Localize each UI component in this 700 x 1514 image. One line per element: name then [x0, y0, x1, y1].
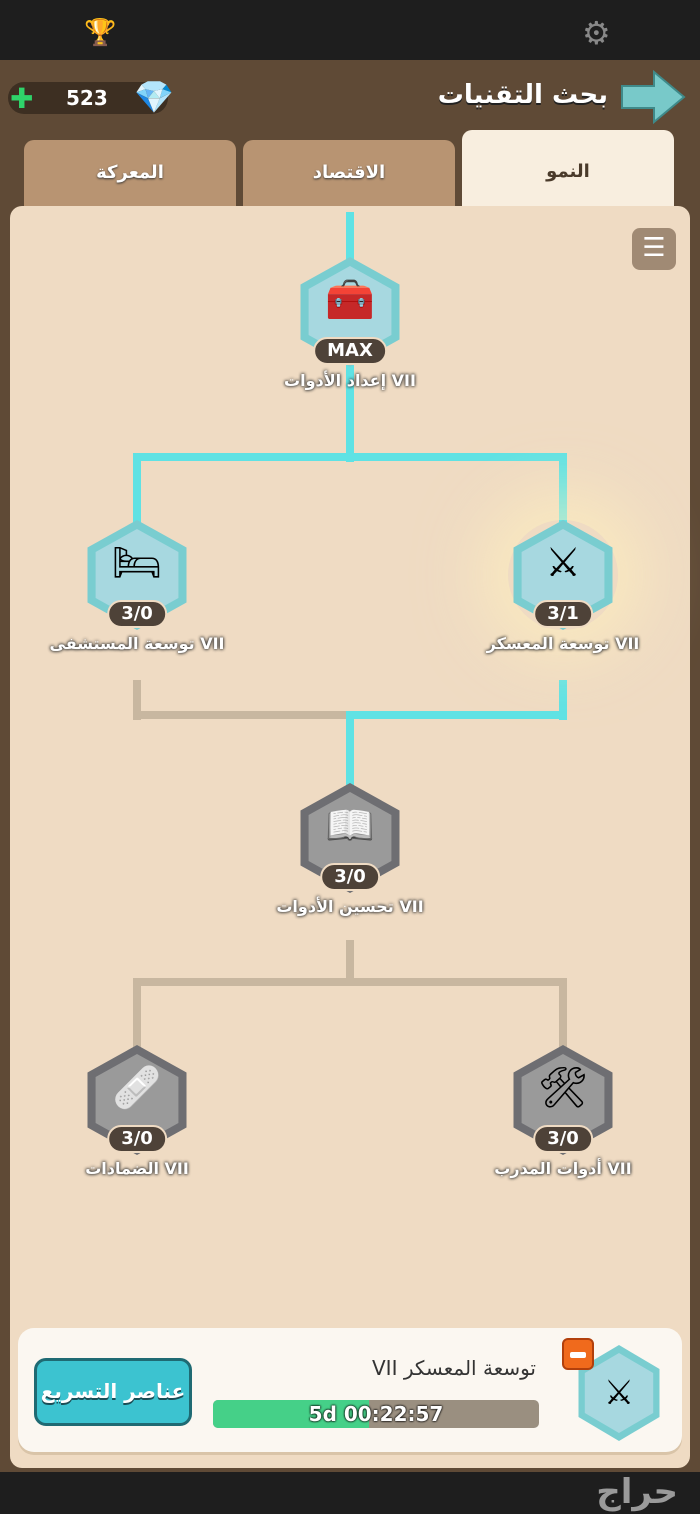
research-name: توسعة المعسكر VII — [371, 1356, 536, 1380]
connector — [133, 680, 141, 720]
toolbox-icon: 🧰 — [325, 277, 375, 323]
tech-node[interactable]: 🩹 3/0 الضمادات VII — [82, 1045, 192, 1178]
tech-node[interactable]: 🧰 MAX إعداد الأدوات VII — [284, 257, 416, 390]
node-label: توسعة المعسكر VII — [486, 634, 640, 653]
bandage-icon: 🩹 — [112, 1065, 162, 1111]
tab-economy[interactable]: الاقتصاد — [243, 140, 455, 210]
plus-icon[interactable]: ✚ — [10, 82, 34, 115]
cancel-icon[interactable] — [562, 1338, 594, 1370]
node-badge: 3/1 — [533, 600, 593, 628]
node-label: تحسين الأدوات VII — [276, 897, 424, 916]
node-badge: 3/0 — [107, 1125, 167, 1153]
trophy-icon[interactable]: 🏆 — [84, 18, 117, 48]
connector — [346, 711, 567, 719]
tech-node[interactable]: 📖 3/0 تحسين الأدوات VII — [276, 783, 424, 916]
connector — [559, 978, 567, 1048]
back-arrow-icon[interactable] — [620, 70, 686, 124]
node-badge: 3/0 — [533, 1125, 593, 1153]
trainer-tools-icon: 🛠 — [537, 1065, 589, 1111]
connector — [559, 453, 567, 533]
connector — [133, 978, 567, 986]
watermark-logo: حراج — [596, 1472, 678, 1512]
book-icon: 📖 — [325, 803, 375, 849]
bottom-bar: حراج — [0, 1472, 700, 1514]
page-title: بحث التقنيات — [437, 80, 608, 110]
gem-icon: 💎 — [134, 78, 174, 116]
progress-fill — [213, 1400, 370, 1428]
tech-node[interactable]: 🛏 3/0 توسعة المستشفى VII — [50, 520, 224, 653]
knights-icon: ⚔ — [545, 540, 581, 586]
hospital-bed-icon: 🛏 — [111, 540, 163, 586]
node-label: الضمادات VII — [85, 1159, 189, 1178]
node-label: أدوات المدرب VII — [494, 1159, 632, 1178]
top-bar: 🏆 ⚙ — [0, 0, 700, 60]
connector — [133, 453, 567, 461]
gem-counter — [8, 82, 168, 114]
tab-growth[interactable]: النمو — [462, 130, 674, 210]
tech-node[interactable]: 🛠 3/0 أدوات المدرب VII — [494, 1045, 632, 1178]
tech-node[interactable]: ⚔ 3/1 توسعة المعسكر VII — [487, 520, 639, 653]
research-timer: 5d 00:22:57 — [308, 1402, 444, 1426]
speedup-button[interactable]: عناصر التسريع — [34, 1358, 192, 1426]
gear-icon[interactable]: ⚙ — [582, 14, 611, 52]
list-icon[interactable]: ☰ — [632, 228, 676, 270]
node-label: إعداد الأدوات VII — [284, 371, 416, 390]
research-icon[interactable]: ⚔ — [574, 1345, 664, 1441]
node-label: توسعة المستشفى VII — [49, 634, 225, 653]
node-badge: 3/0 — [107, 600, 167, 628]
connector — [559, 680, 567, 720]
node-badge: MAX — [313, 337, 387, 365]
connector — [133, 711, 350, 719]
gem-count: 523 — [66, 86, 108, 110]
node-badge: 3/0 — [320, 863, 380, 891]
connector — [133, 453, 141, 533]
connector — [133, 978, 141, 1048]
connector — [346, 711, 354, 791]
research-progress-bar: 5d 00:22:57 — [213, 1400, 539, 1428]
connector — [346, 940, 354, 984]
tab-battle[interactable]: المعركة — [24, 140, 236, 210]
